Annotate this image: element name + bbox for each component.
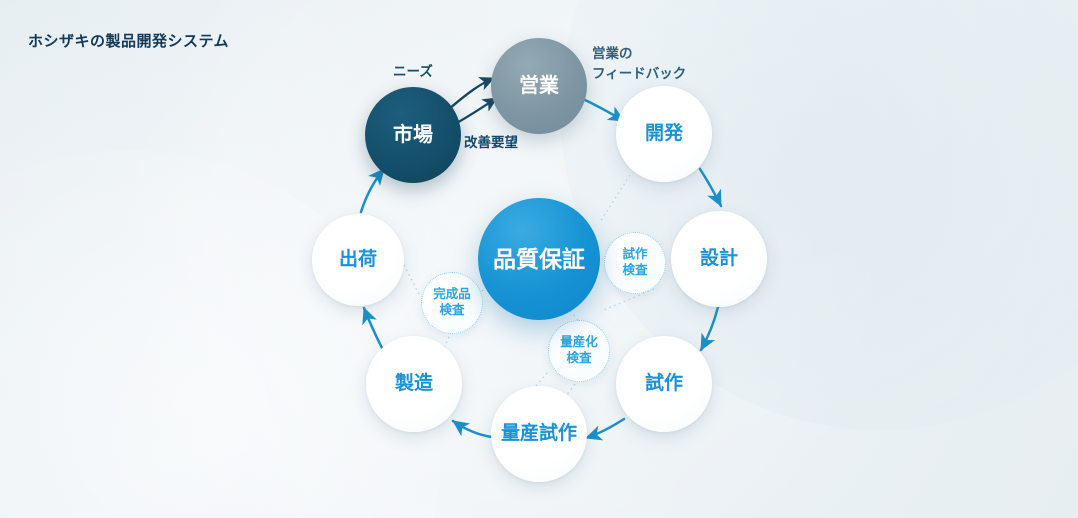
node-finished-goods-inspection[interactable]: 完成品 検査 xyxy=(421,272,483,334)
node-shipping[interactable]: 出荷 xyxy=(312,214,404,306)
node-quality-assurance[interactable]: 品質保証 xyxy=(478,198,600,320)
node-market[interactable]: 市場 xyxy=(365,87,461,183)
arrow-mass-trial-to-manufacturing xyxy=(451,419,494,439)
node-sales[interactable]: 営業 xyxy=(491,38,587,134)
arrow-design-to-prototype xyxy=(699,305,720,352)
node-design-label: 設計 xyxy=(699,248,738,270)
node-development-label: 開発 xyxy=(644,123,683,145)
arrow-manufacturing-to-shipping xyxy=(362,306,384,350)
node-design[interactable]: 設計 xyxy=(671,211,767,307)
node-mass-production-inspection[interactable]: 量産化 検査 xyxy=(548,320,610,382)
dotted-development-to-prototype-inspection xyxy=(599,174,631,223)
page-title: ホシザキの製品開発システム xyxy=(28,33,230,50)
dotted-mass-trial-to-inspection xyxy=(535,371,549,387)
arrow-prototype-to-mass-trial xyxy=(584,417,626,441)
dotted-prototype-inspection-to-core xyxy=(603,288,655,311)
edge-label-improvement: 改善要望 xyxy=(464,135,518,150)
node-manufacturing-label: 製造 xyxy=(394,373,433,395)
edge-label-needs: ニーズ xyxy=(393,64,433,79)
edge-label-sales-feedback: 営業の フィードバック xyxy=(592,46,687,81)
dotted-shipping-to-finished-inspection xyxy=(403,264,421,297)
node-mass-production-inspection-label: 量産化 検査 xyxy=(560,335,598,365)
node-finished-goods-inspection-label: 完成品 検査 xyxy=(433,287,471,317)
node-mass-trial-label: 量産試作 xyxy=(500,423,577,445)
node-quality-assurance-label: 品質保証 xyxy=(493,245,585,272)
node-development[interactable]: 開発 xyxy=(616,86,712,182)
node-market-label: 市場 xyxy=(393,123,433,146)
arrow-market-to-sales-needs xyxy=(447,76,496,111)
node-sales-label: 営業 xyxy=(519,74,559,97)
arrow-shipping-to-market xyxy=(359,167,386,214)
node-shipping-label: 出荷 xyxy=(338,249,377,271)
node-prototype-inspection-label: 試作 検査 xyxy=(622,247,648,277)
node-prototype[interactable]: 試作 xyxy=(616,336,712,432)
node-mass-trial[interactable]: 量産試作 xyxy=(491,386,587,482)
arrow-development-to-design xyxy=(698,167,723,208)
node-prototype-inspection[interactable]: 試作 検査 xyxy=(604,232,666,294)
node-prototype-label: 試作 xyxy=(644,373,683,395)
node-manufacturing[interactable]: 製造 xyxy=(366,336,462,432)
